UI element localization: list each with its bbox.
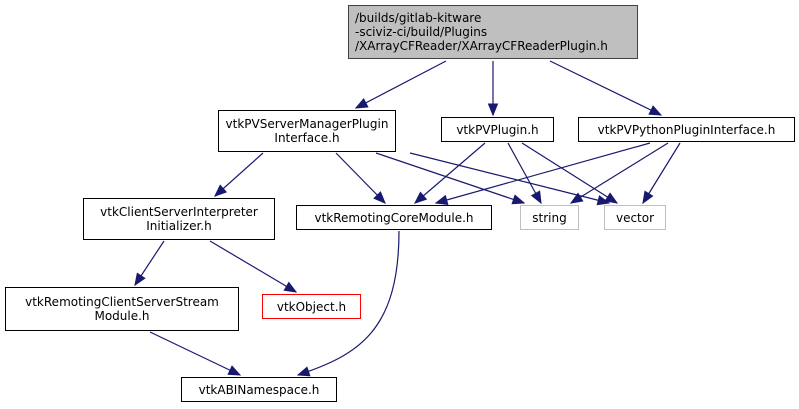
edge-rcssm-abi	[149, 331, 242, 376]
edge-line	[297, 230, 400, 376]
arrowhead-icon	[227, 365, 242, 376]
edge-smpi-rcm	[335, 152, 386, 204]
edge-line	[570, 142, 669, 204]
node-root[interactable]: /builds/gitlab-kitware -sciviz-ci/build/…	[348, 5, 638, 59]
edge-root-smpi	[354, 60, 447, 109]
node-label: vtkPVPythonPluginInterface.h	[597, 122, 776, 137]
node-label: vtkRemotingClientServerStream Module.h	[25, 295, 219, 323]
edge-line	[375, 152, 525, 204]
edge-pvplugin-vector	[521, 142, 619, 204]
edge-smpi-csii	[214, 152, 264, 197]
edge-line	[642, 142, 681, 204]
edge-root-pvplugin	[487, 61, 499, 117]
node-smpi[interactable]: vtkPVServerManagerPlugin Interface.h	[218, 110, 396, 152]
edge-smpi-vector	[409, 152, 611, 206]
edge-root-pypi	[549, 60, 663, 116]
node-label: vector	[615, 210, 655, 225]
edge-line	[355, 60, 447, 109]
node-rcm[interactable]: vtkRemotingCoreModule.h	[296, 205, 492, 230]
edge-csii-object	[209, 240, 298, 293]
edge-pypi-vector	[642, 142, 681, 205]
edge-pypi-string	[569, 142, 669, 204]
arrowhead-icon	[296, 366, 311, 377]
edge-pvplugin-rcm	[413, 142, 486, 204]
node-pvplugin[interactable]: vtkPVPlugin.h	[441, 117, 554, 142]
arrowhead-icon	[604, 192, 619, 204]
node-csii[interactable]: vtkClientServerInterpreter Initializer.h	[83, 198, 275, 240]
node-rcssm[interactable]: vtkRemotingClientServerStream Module.h	[5, 287, 239, 331]
edge-line	[549, 60, 662, 116]
node-label: vtkObject.h	[276, 299, 347, 314]
edge-line	[409, 152, 610, 204]
node-label: vtkClientServerInterpreter Initializer.h	[100, 205, 258, 233]
edge-rcm-abi	[296, 230, 400, 377]
arrowhead-icon	[511, 194, 526, 205]
edge-line	[149, 331, 241, 376]
arrowhead-icon	[569, 192, 584, 204]
arrowhead-icon	[283, 281, 298, 293]
node-label: vtkABINamespace.h	[198, 382, 320, 397]
node-pypi[interactable]: vtkPVPythonPluginInterface.h	[578, 117, 795, 142]
edge-line	[521, 142, 618, 204]
node-abi[interactable]: vtkABINamespace.h	[181, 377, 337, 402]
edge-line	[435, 142, 651, 204]
arrowhead-icon	[487, 103, 499, 117]
arrowhead-icon	[354, 98, 369, 109]
arrowhead-icon	[642, 190, 654, 205]
edge-line	[335, 152, 386, 204]
node-vector: vector	[604, 205, 666, 230]
edge-csii-rcssm	[134, 240, 165, 287]
node-label: string	[532, 210, 567, 225]
arrowhead-icon	[596, 195, 611, 206]
arrowhead-icon	[530, 190, 542, 205]
edge-line	[414, 142, 486, 204]
node-object[interactable]: vtkObject.h	[262, 294, 361, 319]
edge-pvplugin-string	[507, 142, 542, 205]
node-label: vtkPVPlugin.h	[456, 122, 539, 137]
node-label: /builds/gitlab-kitware -sciviz-ci/build/…	[355, 11, 608, 53]
arrowhead-icon	[413, 191, 428, 204]
arrowhead-icon	[373, 191, 386, 204]
arrowhead-icon	[434, 194, 449, 205]
edge-smpi-string	[375, 152, 526, 205]
edge-pypi-rcm	[434, 142, 651, 205]
node-label: vtkRemotingCoreModule.h	[314, 210, 474, 225]
arrowhead-icon	[134, 272, 146, 287]
node-label: vtkPVServerManagerPlugin Interface.h	[225, 117, 389, 145]
edge-line	[209, 240, 297, 293]
arrowhead-icon	[214, 184, 228, 197]
node-string: string	[520, 205, 579, 230]
arrowhead-icon	[648, 105, 663, 116]
